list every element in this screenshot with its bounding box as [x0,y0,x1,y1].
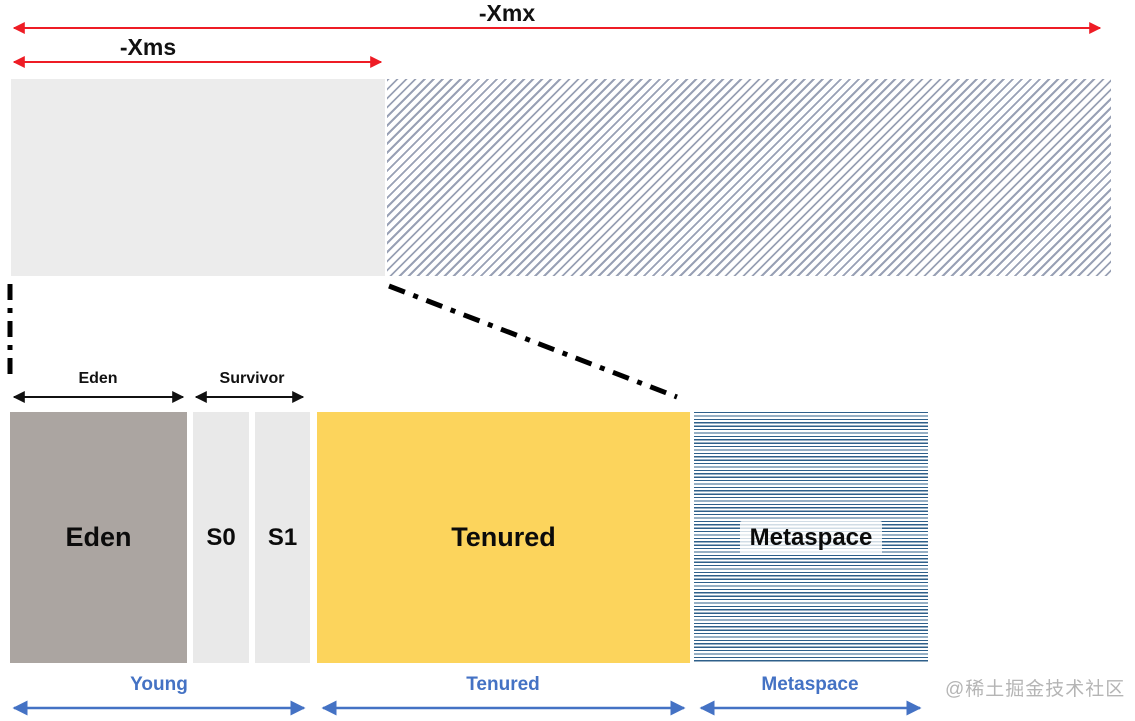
metaspace-box: Metaspace [694,412,928,663]
tenured-box-label: Tenured [451,522,556,552]
heap-reserved-hatched-box [387,79,1111,276]
xms-label: -Xms [119,34,177,60]
zoom-connector-diagonal-dashdot [388,283,678,400]
eden-generation-label: Eden [78,370,118,387]
s0-box-label: S0 [206,523,236,551]
xmx-label: -Xmx [478,0,536,26]
s0-box: S0 [193,412,249,663]
tenured-span-label: Tenured [466,674,540,695]
eden-box-label: Eden [65,522,132,552]
s1-box: S1 [255,412,310,663]
young-span-label: Young [130,674,188,695]
metaspace-span-label: Metaspace [761,674,859,695]
eden-box: Eden [10,412,187,663]
survivor-generation-label: Survivor [219,370,285,387]
heap-initial-size-box [11,79,385,276]
tenured-box: Tenured [317,412,690,663]
watermark-text: @稀土掘金技术社区 [945,679,1126,700]
metaspace-box-label: Metaspace [739,520,883,555]
s1-box-label: S1 [267,523,298,551]
